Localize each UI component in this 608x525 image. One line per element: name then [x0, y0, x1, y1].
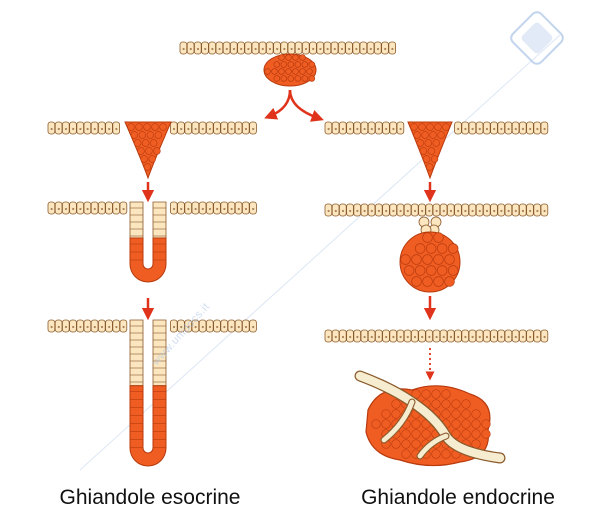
arrow-split-left	[270, 90, 290, 116]
epithelium-endocrine-2	[325, 204, 548, 216]
exocrine-long-gland	[130, 320, 166, 466]
epithelium-layers	[48, 42, 548, 342]
label-endocrine-glands: Ghiandole endocrine	[308, 486, 608, 510]
endocrine-cluster	[400, 232, 460, 292]
exocrine-short-gland	[130, 202, 166, 282]
label-exocrine-glands: Ghiandole esocrine	[0, 486, 300, 510]
endocrine-gland-with-vessels	[360, 376, 500, 466]
epithelium-endocrine-3	[325, 330, 548, 342]
epithelium-initial	[180, 42, 396, 54]
initial-cell-clump	[264, 54, 316, 86]
endocrine-bud	[408, 122, 452, 178]
exocrine-bud	[125, 122, 171, 178]
arrow-split-right	[290, 90, 318, 118]
epithelium-exocrine-2	[48, 202, 256, 214]
watermark-line	[80, 35, 560, 470]
epithelium-exocrine-3	[48, 320, 256, 332]
